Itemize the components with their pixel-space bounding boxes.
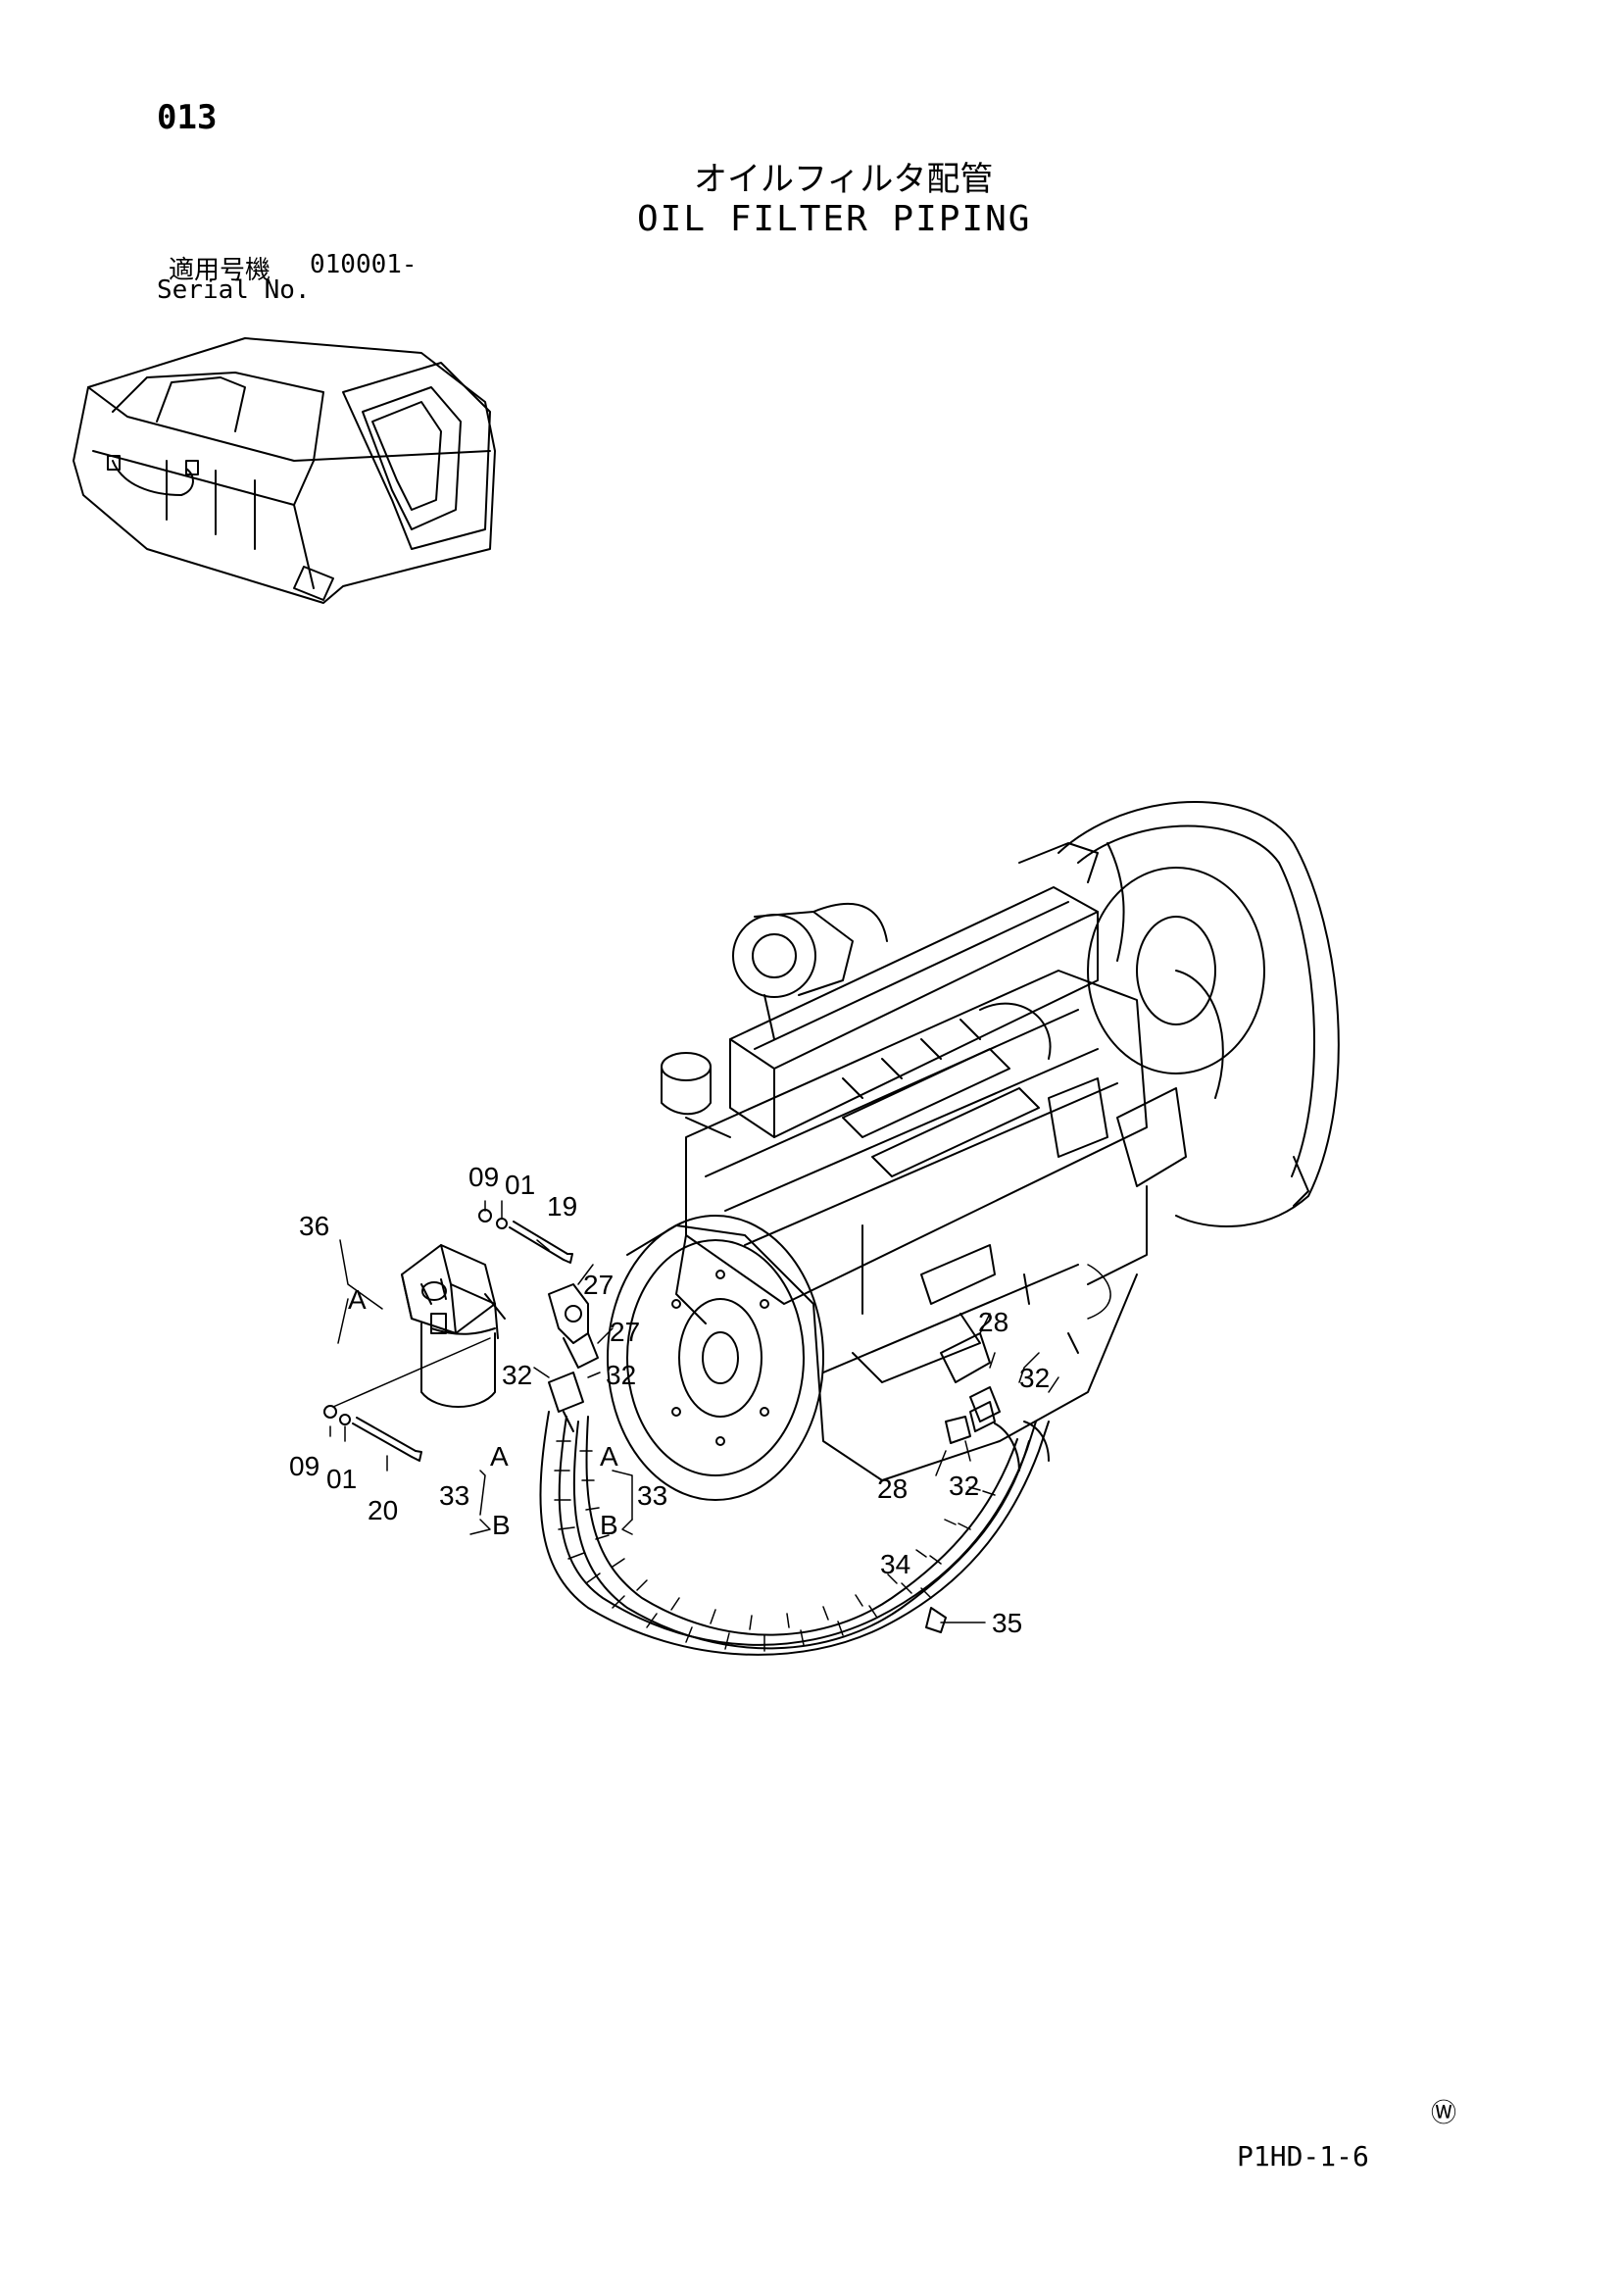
callout-09-bottom: 09: [289, 1451, 320, 1481]
callout-33-left: 33: [439, 1480, 469, 1511]
callout-27-upper: 27: [583, 1270, 614, 1300]
callout-28-lower: 28: [877, 1473, 908, 1504]
callout-32-lower: 32: [949, 1471, 979, 1501]
serial-label-english: Serial No.: [157, 275, 311, 305]
page-code: P1HD-1-6: [1237, 2140, 1369, 2172]
callout-32-right: 32: [1019, 1363, 1050, 1393]
page-title-japanese: オイルフィルタ配管: [694, 160, 994, 199]
callout-28-upper: 28: [978, 1307, 1008, 1337]
callout-19: 19: [547, 1191, 577, 1222]
callout-27-lower: 27: [610, 1317, 640, 1347]
callout-35: 35: [992, 1608, 1022, 1638]
serial-value: 010001-: [310, 250, 418, 279]
engine-assembly: [607, 801, 1340, 1501]
leader-lines: [329, 1200, 1111, 1623]
callout-A-filter: A: [348, 1284, 367, 1315]
oil-filter-assembly: [323, 1209, 1001, 1462]
machine-location-thumbnail: [73, 337, 496, 604]
page-title-english: OIL FILTER PIPING: [637, 199, 1032, 239]
serial-label-japanese: 適用号機: [169, 256, 271, 285]
callout-32-left: 32: [502, 1360, 532, 1390]
callout-32-mid: 32: [606, 1360, 636, 1390]
callout-labels: 09 01 19 36 A 27 27 28 32 32 32 09 01 20…: [289, 1162, 1050, 1638]
manufacturer-mark: Ⓦ: [1431, 2099, 1457, 2128]
page-number: 013: [157, 98, 218, 137]
callout-20: 20: [368, 1495, 398, 1525]
callout-34: 34: [880, 1549, 910, 1579]
callout-33-right: 33: [637, 1480, 667, 1511]
callout-A-hose-right: A: [600, 1441, 618, 1472]
hose-clamp: [925, 1607, 947, 1633]
callout-B-hose-left: B: [492, 1510, 511, 1540]
callout-01-bottom: 01: [326, 1464, 357, 1494]
callout-36: 36: [299, 1211, 329, 1241]
callout-09-top: 09: [468, 1162, 499, 1192]
hose-coil-pattern: [554, 1440, 996, 1652]
callout-B-hose-right: B: [600, 1510, 618, 1540]
oil-hoses: [539, 1411, 1050, 1656]
callout-01-top: 01: [505, 1170, 535, 1200]
callout-A-hose-left: A: [490, 1441, 509, 1472]
